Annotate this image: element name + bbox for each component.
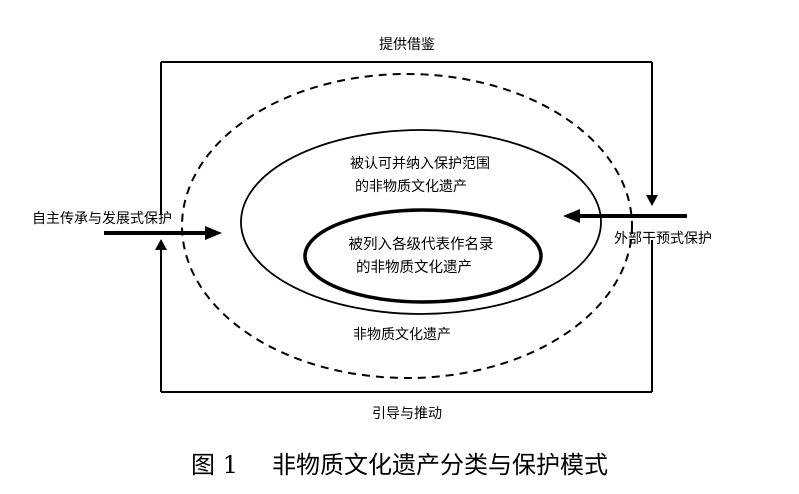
figure-caption: 图 1 非物质文化遗产分类与保护模式 [0, 450, 799, 480]
frame-rectangle [160, 61, 653, 393]
figure-number: 图 1 [191, 451, 238, 479]
inner-ellipse-label-line2: 的非物质文化遗产 [356, 259, 472, 276]
top-label: 提供借鉴 [379, 37, 435, 53]
right-arrow [563, 209, 687, 223]
inner-bold-ellipse [303, 208, 543, 304]
bottom-label: 引导与推动 [372, 406, 442, 422]
outer-ellipse-label: 非物质文化遗产 [353, 327, 451, 343]
left-label: 自主传承与发展式保护 [32, 211, 172, 227]
frame-arrowheads [155, 195, 658, 250]
middle-ellipse-label-line1: 被认可并纳入保护范围 [350, 155, 490, 172]
middle-ellipse [240, 129, 602, 315]
right-label: 外部干预式保护 [614, 231, 712, 247]
classification-diagram: 提供借鉴 引导与推动 自主传承与发展式保护 外部干预式保护 非物质文化遗产 被认… [32, 37, 712, 422]
middle-ellipse-label-line2: 的非物质文化遗产 [355, 179, 467, 195]
inner-ellipse-label-line1: 被列入各级代表作名录 [349, 236, 494, 253]
left-arrow [104, 226, 222, 240]
arrowhead-right-down [646, 195, 658, 206]
arrowhead-left-up [155, 239, 167, 250]
left-arrow-head [205, 226, 222, 240]
figure-title: 非物质文化遗产分类与保护模式 [271, 451, 608, 479]
right-arrow-head [563, 209, 580, 223]
outer-dashed-ellipse [181, 73, 633, 379]
